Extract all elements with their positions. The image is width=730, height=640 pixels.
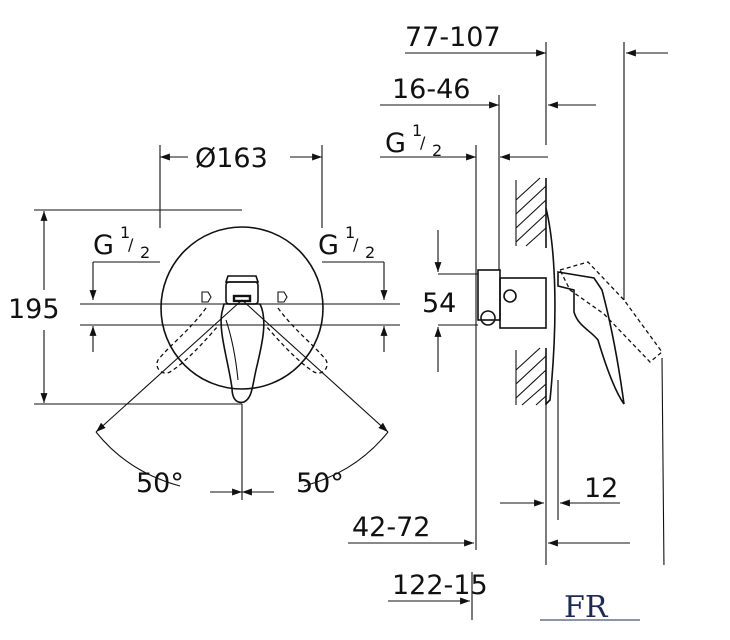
svg-text:2: 2 [365, 243, 375, 262]
depth-total-label: 77-107 [405, 22, 501, 53]
angle-right-label: 50° [296, 468, 344, 499]
cover-plate [160, 226, 324, 390]
svg-text:/: / [420, 133, 426, 152]
svg-text:1: 1 [345, 223, 355, 242]
svg-text:1: 1 [120, 223, 130, 242]
svg-text:1: 1 [412, 121, 422, 140]
handle-lever [220, 303, 265, 404]
thread-side-label: G [385, 128, 406, 159]
angle-left-label: 50° [136, 468, 184, 499]
svg-text:/: / [353, 235, 359, 254]
svg-text:2: 2 [140, 243, 150, 262]
handle-profile [557, 271, 625, 405]
valve-body [477, 269, 501, 321]
front-view: Ø163 195 G 1 / 2 G 1 / 2 [8, 143, 400, 500]
depth-overall-label: 122-15 [392, 570, 488, 601]
depth-wall-label: 42-72 [352, 512, 430, 543]
brand-logo: FR [540, 590, 640, 625]
side-view: 77-107 16-46 G 1 / 2 [348, 22, 668, 620]
diameter-label: Ø163 [195, 143, 268, 174]
thread-right-label: G [318, 230, 339, 261]
svg-text:/: / [128, 235, 134, 254]
cover-plate-profile [545, 207, 556, 405]
svg-text:2: 2 [432, 141, 442, 160]
plate-offset-label: 12 [584, 473, 618, 504]
height-label: 195 [8, 294, 60, 325]
logo-text: FR [564, 590, 609, 625]
depth-body-label: 16-46 [392, 74, 470, 105]
thread-left-label: G [93, 230, 114, 261]
height-center-label: 54 [422, 288, 456, 319]
